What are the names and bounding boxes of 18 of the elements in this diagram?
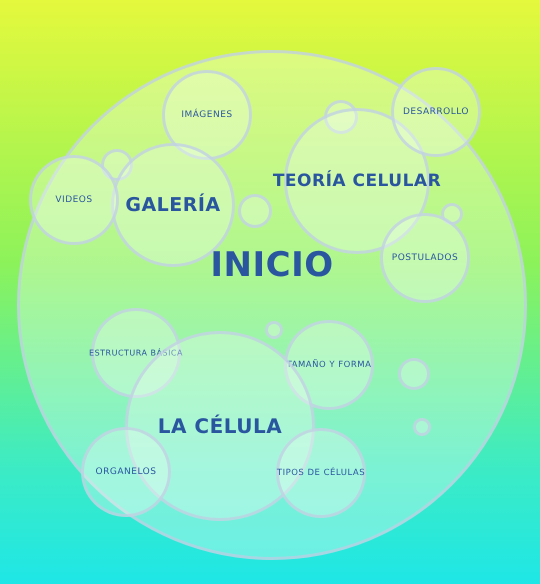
bubble — [265, 321, 283, 339]
bubble — [398, 358, 430, 390]
bubble-label: TIPOS DE CÉLULAS — [276, 468, 366, 478]
bubble-label: TEORÍA CELULAR — [272, 171, 442, 191]
bubble — [441, 203, 463, 225]
bubble-label: IMÁGENES — [181, 110, 233, 120]
bubble-label: POSTULADOS — [392, 253, 458, 263]
bubble-label: DESARROLLO — [402, 107, 470, 117]
bubble-label: ORGANELOS — [96, 467, 156, 477]
bubble-label: GALERÍA — [125, 194, 221, 216]
bubble — [413, 418, 431, 436]
bubble-label: VIDEOS — [55, 195, 93, 205]
bubble-label: ESTRUCTURA BÁSICA — [89, 348, 183, 358]
bubble-label: LA CÉLULA — [158, 414, 282, 438]
bubble-label: TAMAÑO Y FORMA — [286, 360, 372, 370]
bubble-label: INICIO — [210, 244, 334, 285]
bubble — [238, 194, 272, 228]
bubble — [101, 149, 133, 181]
